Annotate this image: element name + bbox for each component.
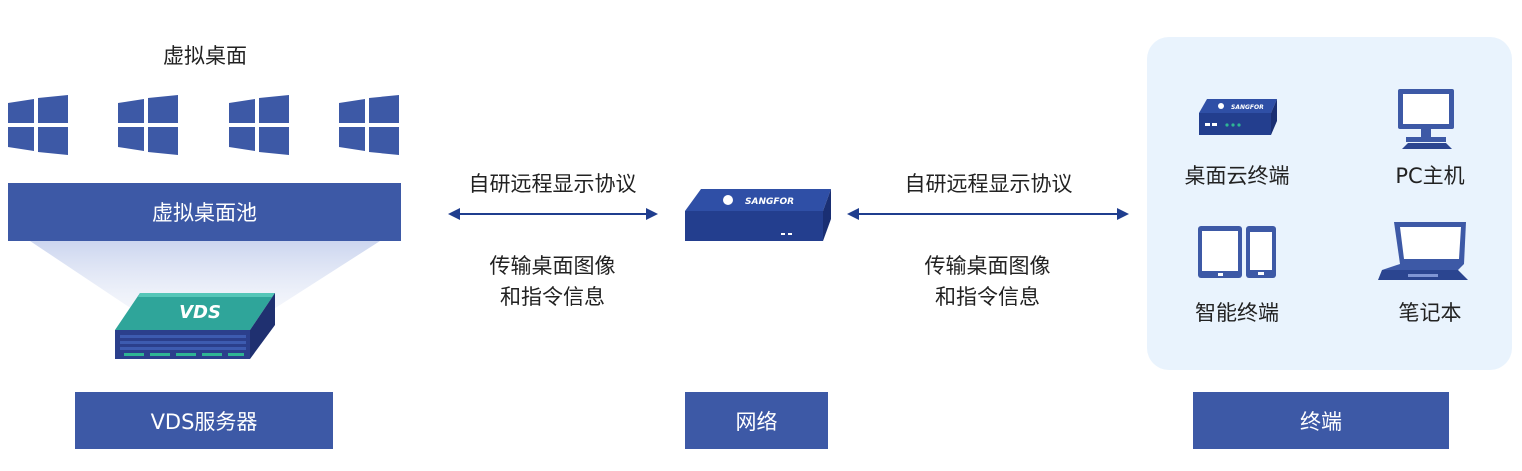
network-gateway-icon: SANGFOR [685, 189, 831, 241]
transfer-desc-line1-right: 传输桌面图像 [924, 254, 1051, 278]
transfer-desc-line1-left: 传输桌面图像 [489, 254, 616, 278]
windows-icon [8, 95, 68, 155]
thin-client-icon: SANGFOR [1199, 99, 1277, 135]
windows-icon [339, 95, 399, 155]
protocol-label-left: 自研远程显示协议 [468, 172, 637, 196]
terminal-item-thin-client: 桌面云终端 [1184, 164, 1290, 188]
vds-badge: VDS [179, 302, 221, 323]
terminal-item-smart: 智能终端 [1195, 301, 1279, 325]
terminal-item-pc: PC主机 [1395, 164, 1465, 188]
vds-server-icon: VDS [115, 293, 275, 359]
transfer-desc-line2-left: 和指令信息 [500, 285, 605, 309]
virtual-desktop-label: 虚拟桌面 [163, 44, 247, 68]
pc-icon [1398, 89, 1454, 149]
terminal-bar: 终端 [1193, 392, 1449, 449]
laptop-icon [1378, 222, 1468, 280]
vds-server-bar: VDS服务器 [75, 392, 333, 449]
tablet-phone-icon [1198, 226, 1276, 278]
gateway-brand: SANGFOR [745, 197, 794, 207]
thin-client-brand: SANGFOR [1231, 104, 1264, 111]
windows-icon [118, 95, 178, 155]
light-beam [30, 241, 380, 321]
terminal-item-laptop: 笔记本 [1398, 301, 1462, 325]
protocol-label-right: 自研远程显示协议 [904, 172, 1073, 196]
windows-icon [229, 95, 289, 155]
transfer-desc-line2-right: 和指令信息 [935, 285, 1040, 309]
network-bar: 网络 [685, 392, 828, 449]
bidirectional-arrow-icon [448, 208, 658, 220]
virtual-desktop-pool-bar: 虚拟桌面池 [8, 183, 401, 241]
bidirectional-arrow-icon [847, 208, 1129, 220]
